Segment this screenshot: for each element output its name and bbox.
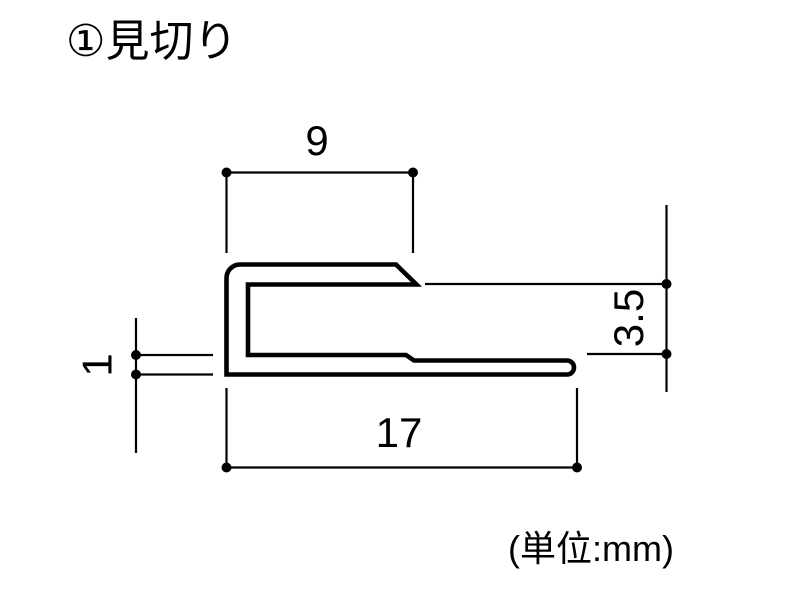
profile-outline (224, 262, 577, 377)
dimension-opening-height (425, 205, 672, 392)
endpoint-dot (661, 349, 672, 359)
endpoint-dot (221, 462, 232, 473)
dimension-label-bottom-thickness: 1 (48, 315, 148, 415)
dimension-label-top-width: 9 (267, 116, 367, 166)
endpoint-dot (408, 167, 418, 178)
dimension-overall-width (221, 388, 582, 473)
endpoint-dot (572, 462, 582, 473)
dimension-value: 17 (375, 409, 423, 456)
dimension-value: 1 (73, 353, 121, 377)
endpoint-dot (131, 350, 141, 360)
dimension-value: 9 (305, 117, 329, 164)
endpoint-dot (131, 369, 141, 380)
dimension-top-width (221, 167, 418, 253)
endpoint-dot (661, 279, 672, 289)
dimension-label-overall-width: 17 (349, 408, 449, 458)
dimension-label-opening-height: 3.5 (569, 258, 689, 378)
dimension-value: 3.5 (604, 288, 652, 348)
page-title: ①見切り (66, 17, 238, 66)
profile-outline-path (224, 262, 577, 377)
endpoint-dot (221, 167, 232, 178)
unit-label: (単位:mm) (508, 528, 674, 569)
dimension-bottom-thickness (131, 318, 213, 453)
